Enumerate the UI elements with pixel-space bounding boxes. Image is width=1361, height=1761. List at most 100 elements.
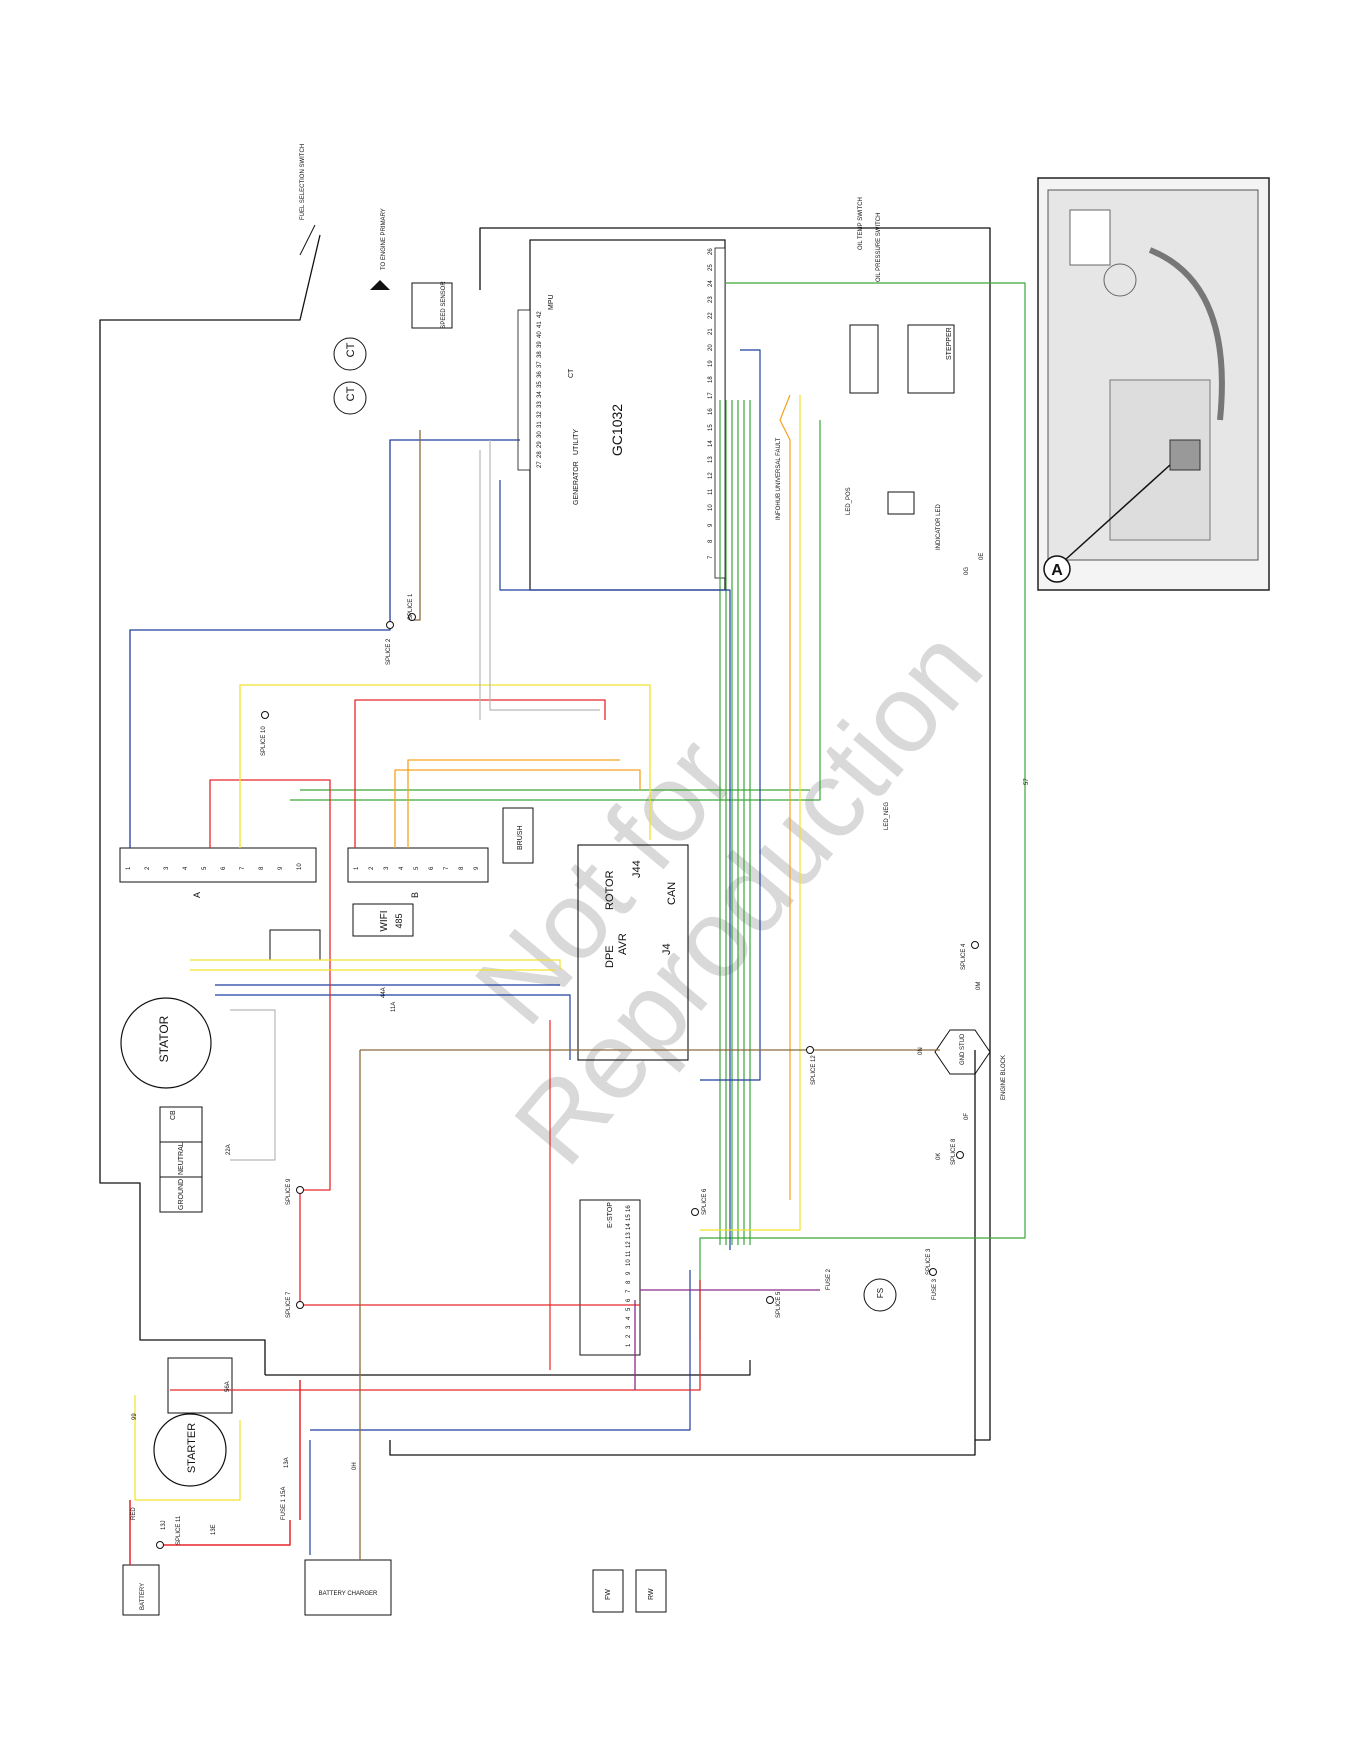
rw-label: RW (648, 1588, 655, 1600)
splice-3-node (929, 1268, 937, 1276)
splice-2-label: SPLICE 2 (386, 638, 392, 665)
pin-number: 1 (126, 866, 132, 870)
pin-number: 14 (708, 440, 714, 447)
wire-13j-label: 13J (161, 1520, 167, 1530)
j4-label: J4 (661, 943, 673, 955)
orange-b-wire (407, 759, 620, 848)
splice-4-node (971, 941, 979, 949)
wifi-module: WIFI 485 (352, 903, 414, 937)
terminal-block-a: A (119, 847, 317, 898)
pin-number: 9 (474, 866, 480, 870)
splice-9-label: SPLICE 9 (286, 1178, 292, 1205)
can-label: CAN (666, 882, 678, 905)
oil-temp-switch: OIL TEMP SWITCH (858, 197, 864, 250)
wire-99-label: 99 (132, 1413, 138, 1420)
pin-number: 18 (708, 376, 714, 383)
pin-number: 13 (626, 1232, 632, 1239)
splice-11-node (156, 1541, 164, 1549)
battery-label: BATTERY (140, 1583, 146, 1610)
fuel-switch-label: FUEL SELECTION SWITCH (300, 144, 306, 220)
ground-block: GROUND (159, 1176, 203, 1213)
pin-number: 1 (354, 866, 360, 870)
circuit-breaker: CB (159, 1106, 203, 1143)
wifi-label: WIFI (379, 910, 390, 931)
fuel-solenoid: FS (863, 1278, 897, 1312)
pin-number: 38 (537, 351, 543, 358)
wire-13a-label: 13A (284, 1457, 290, 1468)
pin-number: 21 (708, 328, 714, 335)
green-57-wire (699, 282, 1026, 1340)
pin-number: 9 (708, 523, 714, 527)
wire-0e-label: 0E (979, 553, 985, 560)
solenoid (167, 1357, 233, 1414)
pin-number: 9 (626, 1271, 632, 1275)
splice-6-label: SPLICE 6 (702, 1188, 708, 1215)
speed-sensor: SPEED SENSOR (411, 281, 453, 329)
ct-2-label: CT (345, 386, 357, 401)
stepper-label: STEPPER (946, 327, 953, 360)
wire-0m-label: 0M (976, 982, 982, 990)
indicator-led-label: INDICATOR LED (936, 504, 942, 550)
photo-inset: A (1037, 177, 1270, 591)
pin-number: 37 (537, 361, 543, 368)
avr-label: AVR (617, 933, 629, 955)
pin-number: 34 (537, 391, 543, 398)
starter: STARTER (153, 1413, 227, 1487)
yellow-dpe-wire (190, 959, 561, 970)
pin-number: 2 (626, 1334, 632, 1338)
pin-number: 7 (708, 555, 714, 559)
wire-0n-label: 0N (918, 1047, 924, 1055)
pin-number: 20 (708, 344, 714, 351)
pin-number: 2 (369, 866, 375, 870)
fuse-2-label: FUSE 2 (826, 1268, 832, 1290)
wire-0h-label: 0H (352, 1462, 358, 1470)
orange-can-wire (779, 394, 791, 1200)
battery-charger: BATTERY CHARGER (304, 1559, 392, 1616)
black-upper-trunk (479, 227, 991, 1441)
blue-generator-wire (499, 480, 731, 1250)
oil-pressure-label: OIL PRESSURE SWITCH (876, 213, 882, 282)
wire-0k-label: 0K (936, 1153, 942, 1160)
splice-10-node (261, 711, 269, 719)
splice-4-label: SPLICE 4 (961, 943, 967, 970)
callout-a-label: A (1051, 562, 1063, 579)
wire-13e-label: 13E (211, 1524, 217, 1535)
ct-1: CT (333, 337, 367, 371)
splice-1-label: SPLICE 1 (408, 593, 414, 620)
splice-5-label: SPLICE 5 (776, 1291, 782, 1318)
pin-number: 7 (240, 866, 246, 870)
fs-label: FS (876, 1288, 885, 1298)
blue-stator-wire (215, 994, 571, 1060)
generator-label: GENERATOR (573, 461, 580, 505)
fuse-1-label: FUSE 1 15A (281, 1487, 287, 1520)
avr: AVR ROTOR DPE J4 J44 CAN (577, 844, 689, 1061)
pin-number: 5 (626, 1307, 632, 1311)
terminal-a-label: A (192, 892, 202, 898)
pin-number: 30 (537, 431, 543, 438)
fuel-selection-switch: FUEL SELECTION SWITCH (299, 144, 316, 256)
splice-3-label: SPLICE 3 (926, 1248, 932, 1275)
pin-number: 42 (537, 311, 543, 318)
pin-number: 6 (221, 866, 227, 870)
yellow-starter-wire (134, 1395, 241, 1501)
estop-board: E-STOP (579, 1199, 641, 1356)
pin-number: 24 (708, 280, 714, 287)
engine-block-label: ENGINE BLOCK (1001, 1055, 1007, 1100)
pin-number: 39 (537, 341, 543, 348)
wire-red-label: RED (131, 1507, 137, 1520)
pin-number: 2 (145, 866, 151, 870)
jumper-block (269, 929, 321, 961)
fw-label: FW (605, 1589, 612, 1600)
splice-labels: SPLICE 1 SPLICE 2 SPLICE 3 SPLICE 4 SPLI… (131, 487, 1030, 1545)
blue-charger-wire (310, 1270, 691, 1431)
splice-5-node (766, 1296, 774, 1304)
callout-a-marker (1043, 555, 1071, 583)
pin-number: 33 (537, 401, 543, 408)
pin-number: 22 (708, 312, 714, 319)
pin-number: 9 (278, 866, 284, 870)
orange-b-wire (394, 769, 641, 848)
